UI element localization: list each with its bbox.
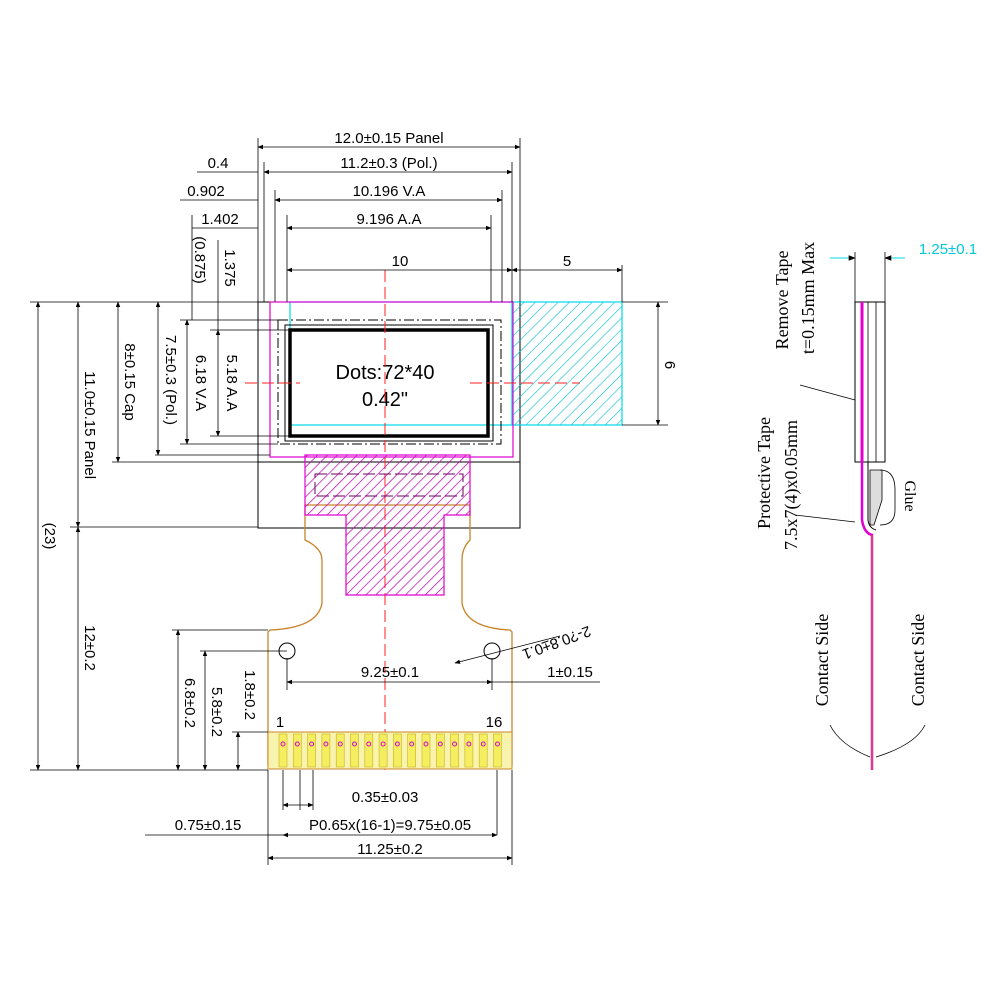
va-height-dim: 6.18 V.A (192, 355, 209, 411)
hole-callout: 2-?0.8±0.1 (520, 622, 593, 662)
fpc-width-dim: 11.25±0.2 (357, 841, 423, 858)
offset-1402-dim: 1.402 (201, 211, 239, 228)
contact-pad-via (452, 741, 458, 747)
contact-pad-via (466, 741, 472, 747)
contact-pad-via (394, 741, 400, 747)
fpc-height-68-dim: 6.8±0.2 (181, 678, 198, 728)
contact-pad-via (294, 741, 300, 747)
fpc-dimension-lines (145, 629, 600, 865)
fpc-stiffener (304, 454, 471, 596)
cap-height-dim: 8±0.15 Cap (121, 343, 138, 420)
offset-0875-dim: (0.875) (191, 236, 208, 284)
panel-width-dim: 12.0±0.15 Panel (334, 130, 443, 147)
aa-height-dim: 5.18 A.A (223, 355, 240, 412)
remove-tape-label: Remove Tape (772, 251, 792, 350)
contact-pad (435, 733, 445, 768)
glue-label: Glue (901, 480, 918, 511)
protective-tape-spec: 7.5x7(4)x0.05mm (781, 420, 802, 550)
fpc-height-58-dim: 5.8±0.2 (208, 687, 225, 737)
contact-pad-via (495, 741, 500, 747)
contact-pad (364, 733, 374, 768)
contact-pads (267, 731, 513, 770)
contact-pad (407, 733, 417, 768)
tab-gap-dim: 10 (392, 253, 409, 270)
pol-height-dim: 7.5±0.3 (Pol.) (162, 335, 179, 425)
protective-tape-label: Protective Tape (754, 417, 774, 529)
visible-area-outline (277, 319, 502, 445)
left-dimension-lines (30, 215, 290, 771)
aa-width-dim: 9.196 A.A (356, 211, 421, 228)
pin-first-label: 1 (276, 714, 284, 731)
mounting-hole-right (483, 642, 501, 660)
offset-0902-dim: 0.902 (187, 183, 225, 200)
fpc-length-dim: 12±0.2 (81, 625, 98, 671)
protective-tab-region (289, 301, 623, 426)
contact-pad (307, 733, 316, 768)
hole-edge-dim: 1±0.15 (547, 664, 593, 681)
contact-pad (335, 733, 345, 768)
contact-pad (393, 733, 402, 768)
panel-height-dim: 11.0±0.15 Panel (81, 371, 98, 479)
contact-pad-via (337, 741, 343, 747)
contact-pad (278, 733, 288, 768)
pin-last-label: 16 (486, 714, 503, 731)
contact-pad-via (323, 741, 329, 747)
contact-pad (378, 733, 388, 768)
tab-height-dim: 6 (661, 361, 678, 369)
contact-pad (450, 733, 459, 768)
contact-pad-via (366, 741, 372, 747)
contact-pad (292, 733, 302, 768)
contact-pad (421, 733, 431, 768)
hole-pitch-dim: 9.25±0.1 (361, 664, 419, 681)
remove-tape-spec: t=0.15mm Max (798, 242, 818, 354)
contact-side-right-label: Contact Side (908, 614, 928, 707)
tab-width-dim: 5 (563, 253, 571, 270)
contact-pad-via (437, 741, 443, 747)
pol-width-dim: 11.2±0.3 (Pol.) (340, 155, 437, 172)
contact-pad (478, 733, 488, 768)
offset-1375-dim: 1.375 (221, 249, 238, 287)
side-thickness-dim: 1.25±0.1 (919, 241, 977, 258)
offset-04-dim: 0.4 (208, 155, 229, 172)
top-dimension-lines (180, 138, 623, 302)
contact-pad (321, 733, 331, 768)
contact-pad-via (380, 741, 386, 747)
contact-pad (493, 733, 502, 768)
contact-pad-via (352, 741, 357, 747)
tab-height-dimension (622, 301, 668, 426)
contact-pad-via (309, 741, 315, 747)
contact-pad-via (480, 741, 486, 747)
total-height-dim: (23) (41, 523, 58, 550)
contact-pad-via (409, 741, 415, 747)
pin-pitch-dim: P0.65x(16-1)=9.75±0.05 (309, 817, 471, 834)
pin-width-dim: 0.35±0.03 (352, 789, 419, 806)
contact-pad (464, 733, 474, 768)
fpc-height-18-dim: 1.8±0.2 (241, 670, 258, 720)
contact-side-left-label: Contact Side (812, 614, 832, 707)
contact-pad-via (280, 741, 286, 747)
edge-offset-dim: 0.75±0.15 (175, 817, 242, 834)
contact-pad-via (423, 741, 429, 747)
side-view (794, 252, 926, 770)
contact-pad (350, 733, 359, 768)
va-width-dim: 10.196 V.A (353, 183, 426, 200)
